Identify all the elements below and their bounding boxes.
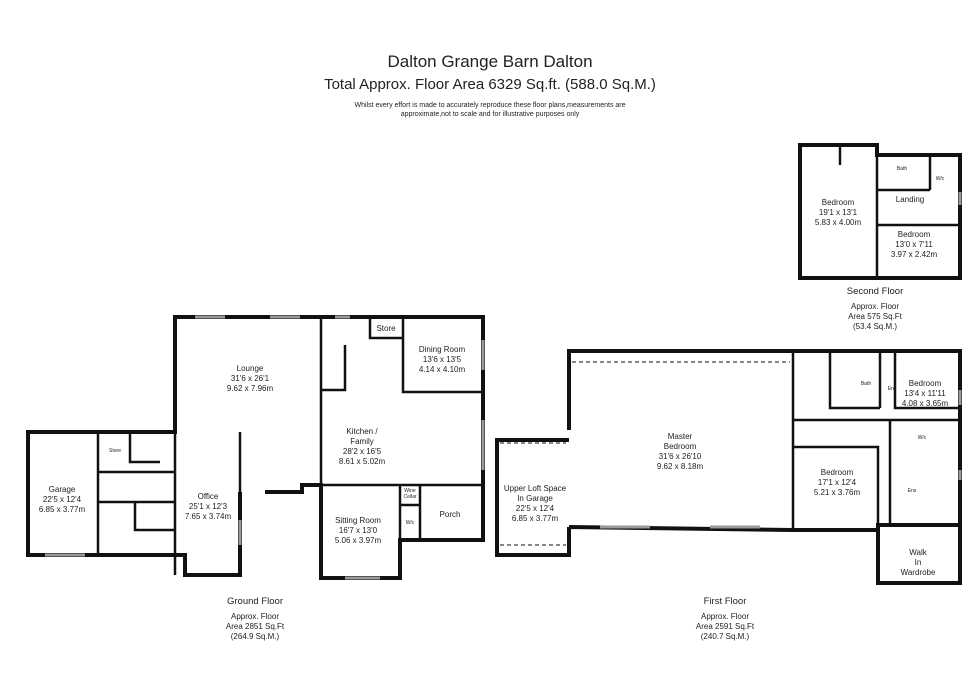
second-floor-outline [798, 143, 962, 280]
room-porch: Porch [439, 510, 461, 519]
second-floor-label: Second Floor [846, 286, 904, 297]
first-floor-walls [791, 351, 960, 530]
room-bath: Bath [860, 381, 872, 387]
disclaimer-line: approximate,not to scale and for illustr… [400, 110, 580, 118]
total-floor-area: Total Approx. Floor Area 6329 Sq.ft. (58… [324, 76, 656, 93]
disclaimer: Whilst every effort is made to accuratel… [354, 102, 625, 120]
room-ensuite: Ens [887, 386, 897, 392]
disclaimer-line: Whilst every effort is made to accuratel… [354, 102, 626, 109]
room-store: Store [109, 448, 121, 454]
room-wc: W/c [405, 520, 415, 526]
room-landing: Landing [895, 195, 925, 204]
room-wc-first: W/c [917, 435, 927, 441]
room-bath-second: Bath [896, 166, 908, 172]
first-floor-label: First Floor [703, 596, 747, 607]
ground-floor-walls [96, 317, 483, 575]
ground-floor-outline [26, 315, 485, 580]
second-floor-walls [838, 145, 960, 278]
windows [45, 192, 962, 580]
room-store-2: Store [376, 324, 396, 333]
loft-dashed-line [500, 361, 790, 546]
plan-title: Dalton Grange Barn Dalton [387, 52, 593, 71]
ground-floor-label: Ground Floor [227, 596, 283, 607]
room-wc-second: W/c [935, 176, 945, 182]
first-floor-outline [495, 349, 962, 585]
room-ensuite-2: Ens [907, 488, 917, 494]
